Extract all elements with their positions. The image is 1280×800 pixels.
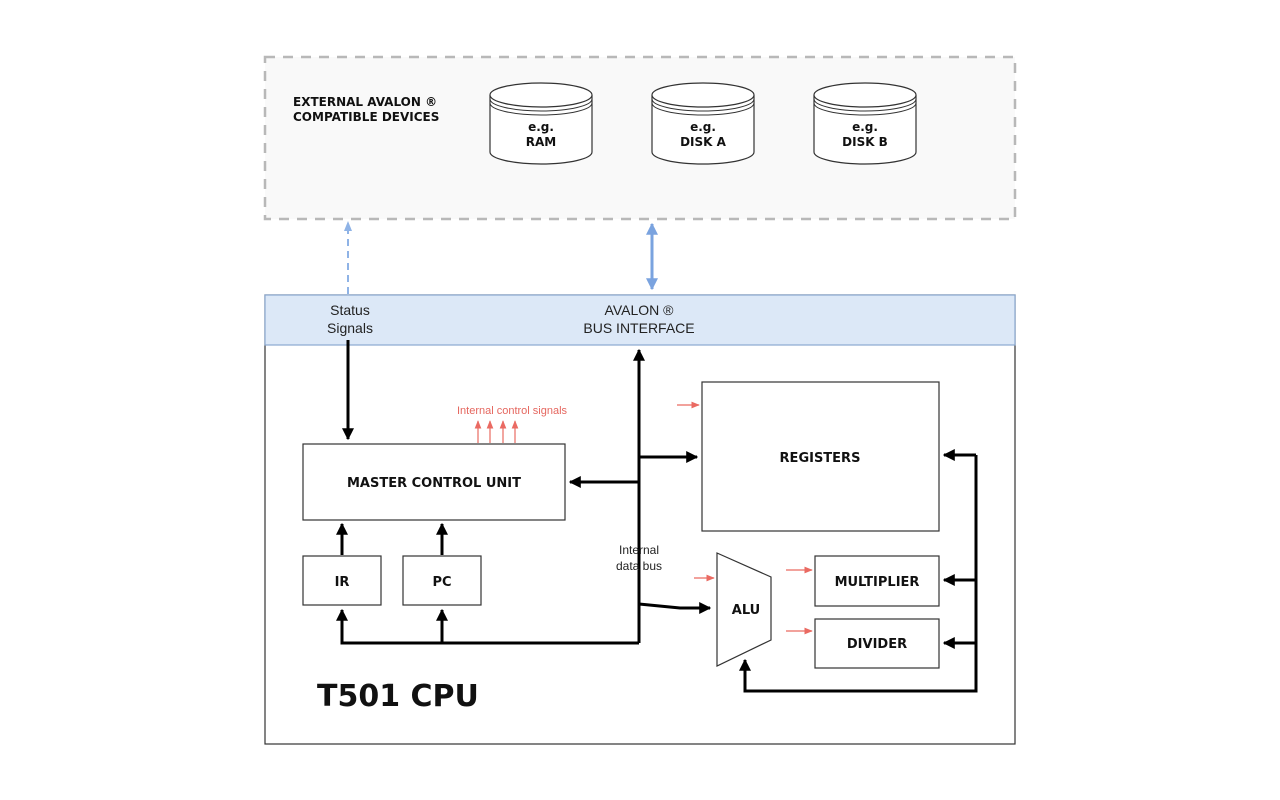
mcu-label: MASTER CONTROL UNIT <box>347 476 521 491</box>
device-disk-a: e.g. DISK A <box>651 82 755 165</box>
data-bus-label-line1: Internal <box>619 543 659 557</box>
internal-data-bus <box>336 348 712 645</box>
device-ram-line2: RAM <box>526 135 556 149</box>
data-bus-label-line2: data bus <box>616 559 662 573</box>
external-devices-region: EXTERNAL AVALON ® COMPATIBLE DEVICES e.g… <box>263 55 1017 221</box>
alu-label: ALU <box>732 603 760 618</box>
device-disk-a-line2: DISK A <box>680 135 727 149</box>
registers-block: REGISTERS <box>701 381 940 532</box>
alu-block: ALU <box>716 552 772 667</box>
ir-label: IR <box>335 575 350 590</box>
divider-block: DIVIDER <box>814 618 940 669</box>
divider-label: DIVIDER <box>847 637 907 652</box>
external-label-line1: EXTERNAL AVALON ® <box>293 95 437 109</box>
pc-label: PC <box>432 575 451 590</box>
program-counter: PC <box>402 555 482 606</box>
avalon-bus-interface: AVALON ® BUS INTERFACE Status Signals <box>264 294 1016 346</box>
device-disk-b-line1: e.g. <box>852 120 878 134</box>
device-disk-a-line1: e.g. <box>690 120 716 134</box>
bus-title-line1: AVALON ® <box>605 302 675 318</box>
device-disk-b-line2: DISK B <box>842 135 888 149</box>
status-label-line1: Status <box>330 302 370 318</box>
registers-label: REGISTERS <box>780 451 861 466</box>
bus-title-line2: BUS INTERFACE <box>583 320 694 336</box>
instruction-register: IR <box>302 555 382 606</box>
cpu-title: T501 CPU <box>317 679 479 714</box>
result-feedback-bus <box>739 449 978 693</box>
multiplier-label: MULTIPLIER <box>835 575 920 590</box>
device-disk-b: e.g. DISK B <box>813 82 917 165</box>
external-label-line2: COMPATIBLE DEVICES <box>293 110 439 124</box>
internal-control-label: Internal control signals <box>457 405 568 417</box>
master-control-unit: MASTER CONTROL UNIT <box>302 443 566 521</box>
device-ram: e.g. RAM <box>489 82 593 165</box>
status-label-line2: Signals <box>327 320 373 336</box>
multiplier-block: MULTIPLIER <box>814 555 940 607</box>
device-ram-line1: e.g. <box>528 120 554 134</box>
internal-control-arrows <box>474 420 519 443</box>
